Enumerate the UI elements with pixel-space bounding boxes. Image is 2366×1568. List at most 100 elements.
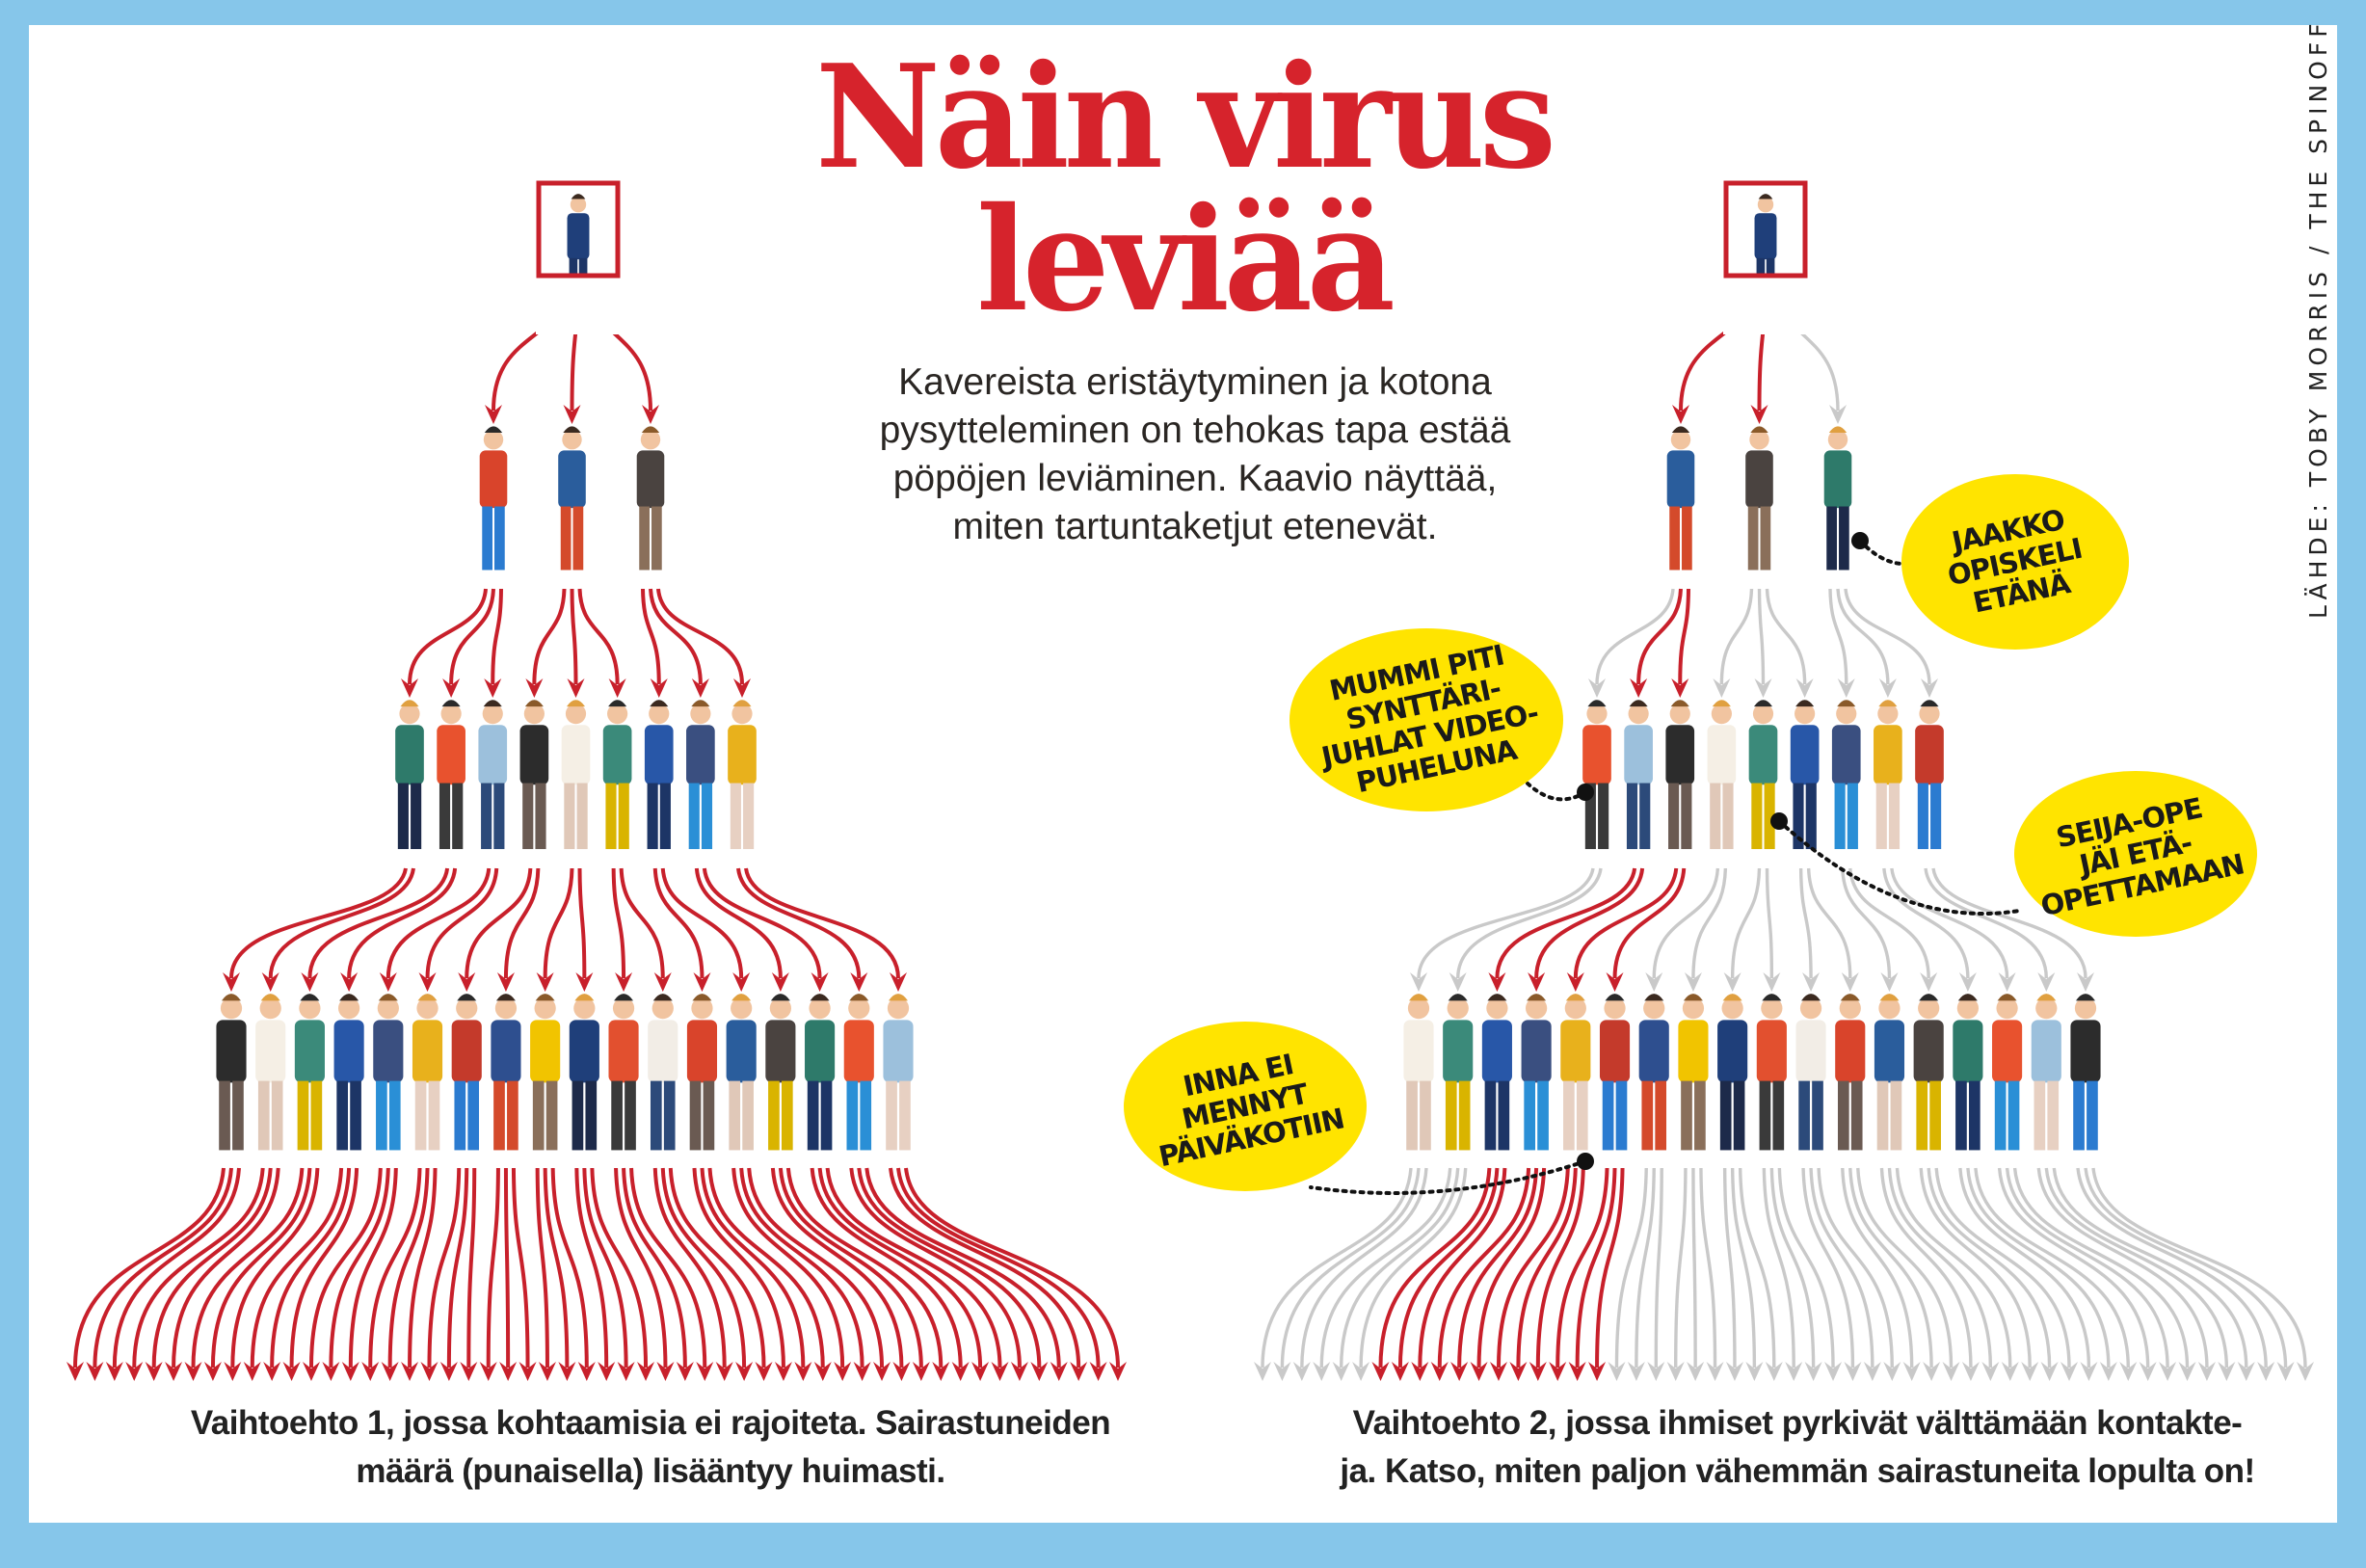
arrowhead [125, 1362, 144, 1381]
leg [1917, 783, 1928, 850]
arrowhead [755, 1362, 773, 1381]
no-infection-arrow [1856, 1167, 1954, 1369]
person-figure [1717, 994, 1748, 1151]
hair [484, 426, 503, 434]
infection-arrow [619, 867, 665, 979]
head [416, 997, 439, 1020]
arrowhead [2119, 1362, 2138, 1381]
infection-arrow [702, 867, 822, 979]
no-infection-arrow [1691, 867, 1728, 979]
arrowhead [1804, 1362, 1822, 1381]
arrowhead [282, 1362, 301, 1381]
torso [686, 1020, 718, 1083]
infection-arrow [308, 1167, 383, 1369]
torso [478, 725, 508, 785]
torso [530, 1020, 561, 1083]
leg [271, 1080, 283, 1151]
infection-arrow [1397, 1167, 1500, 1369]
arrowhead [1050, 1362, 1068, 1381]
hair [1683, 994, 1703, 1001]
no-infection-arrow [1798, 867, 1813, 979]
arrowhead [1568, 1362, 1586, 1381]
infection-arrow [570, 588, 578, 685]
arrowhead [1725, 1362, 1743, 1381]
hair [1671, 426, 1690, 434]
infection-arrow [692, 1167, 785, 1369]
leg [388, 1080, 401, 1151]
title-line-1: Näin virus [815, 34, 1556, 201]
no-infection-arrow [1997, 1167, 2150, 1369]
leg [1733, 1080, 1745, 1151]
intro-line: pöpöjen leviäminen. Kaavio näyttää, [892, 458, 1498, 499]
arrowhead [1824, 1362, 1843, 1381]
arrowhead [1795, 678, 1814, 698]
person-figure [479, 426, 508, 571]
leg [1420, 1080, 1431, 1151]
arrowhead [1863, 1362, 1881, 1381]
head [1721, 997, 1743, 1020]
infection-arrow [770, 1167, 904, 1369]
hair [1879, 994, 1900, 1001]
no-infection-arrow [1339, 1167, 1460, 1369]
person-figure [1638, 994, 1669, 1151]
head [534, 997, 556, 1020]
torso [1835, 1020, 1866, 1083]
torso [765, 1020, 796, 1083]
infection-arrow [668, 1167, 766, 1369]
arrowhead [105, 1362, 123, 1381]
leg [846, 1080, 859, 1151]
no-infection-arrow [1801, 1167, 1855, 1369]
arrowhead [1411, 1362, 1429, 1381]
head [1799, 997, 1822, 1020]
arrowhead [1981, 1362, 2000, 1381]
no-infection-arrow [1654, 1167, 1663, 1369]
torso [569, 1020, 599, 1083]
leg [742, 1080, 754, 1151]
head [573, 997, 596, 1020]
head [651, 997, 674, 1020]
leg [1484, 1080, 1497, 1151]
arrowhead [458, 972, 476, 992]
leg [257, 1080, 270, 1151]
arrowhead [485, 405, 502, 424]
leg [572, 506, 584, 571]
infection-arrow [1437, 1167, 1531, 1369]
no-infection-arrow [1595, 588, 1675, 685]
no-infection-arrow [2005, 1167, 2169, 1369]
arrowhead [322, 1362, 340, 1381]
torso [843, 1020, 874, 1083]
no-infection-arrow [1765, 588, 1807, 685]
person-figure [1748, 700, 1778, 850]
pointer-dot [1851, 532, 1869, 549]
infection-arrow [1678, 588, 1690, 685]
infection-arrow [1612, 867, 1687, 979]
arrowhead [1765, 1362, 1783, 1381]
leg [650, 1080, 662, 1151]
hair [1527, 994, 1547, 1001]
infection-arrow [250, 1167, 344, 1369]
infection-arrow [896, 1167, 1101, 1369]
infection-arrow [889, 1167, 1081, 1369]
infection-arrow [707, 1167, 825, 1369]
person-figure [644, 700, 674, 850]
arrowhead [1010, 1362, 1028, 1381]
arrowhead [2218, 1362, 2236, 1381]
hair [652, 994, 673, 1001]
head [1996, 997, 2018, 1020]
arrowhead [2001, 1362, 2019, 1381]
leg [611, 1080, 623, 1151]
hair [1712, 700, 1731, 707]
no-infection-arrow [1691, 1167, 1697, 1369]
person-figure [1707, 700, 1737, 850]
arrowhead [86, 1362, 104, 1381]
infection-arrow [151, 1167, 273, 1369]
infection-arrow [329, 1167, 390, 1369]
leg [703, 1080, 715, 1151]
head [690, 704, 711, 725]
head [456, 997, 478, 1020]
leg [219, 1080, 230, 1151]
caption-line: Vaihtoehto 2, jossa ihmiset pyrkivät väl… [1352, 1404, 2243, 1442]
infection-arrow [491, 588, 503, 685]
hair [378, 994, 398, 1001]
leg [2007, 1080, 2020, 1151]
